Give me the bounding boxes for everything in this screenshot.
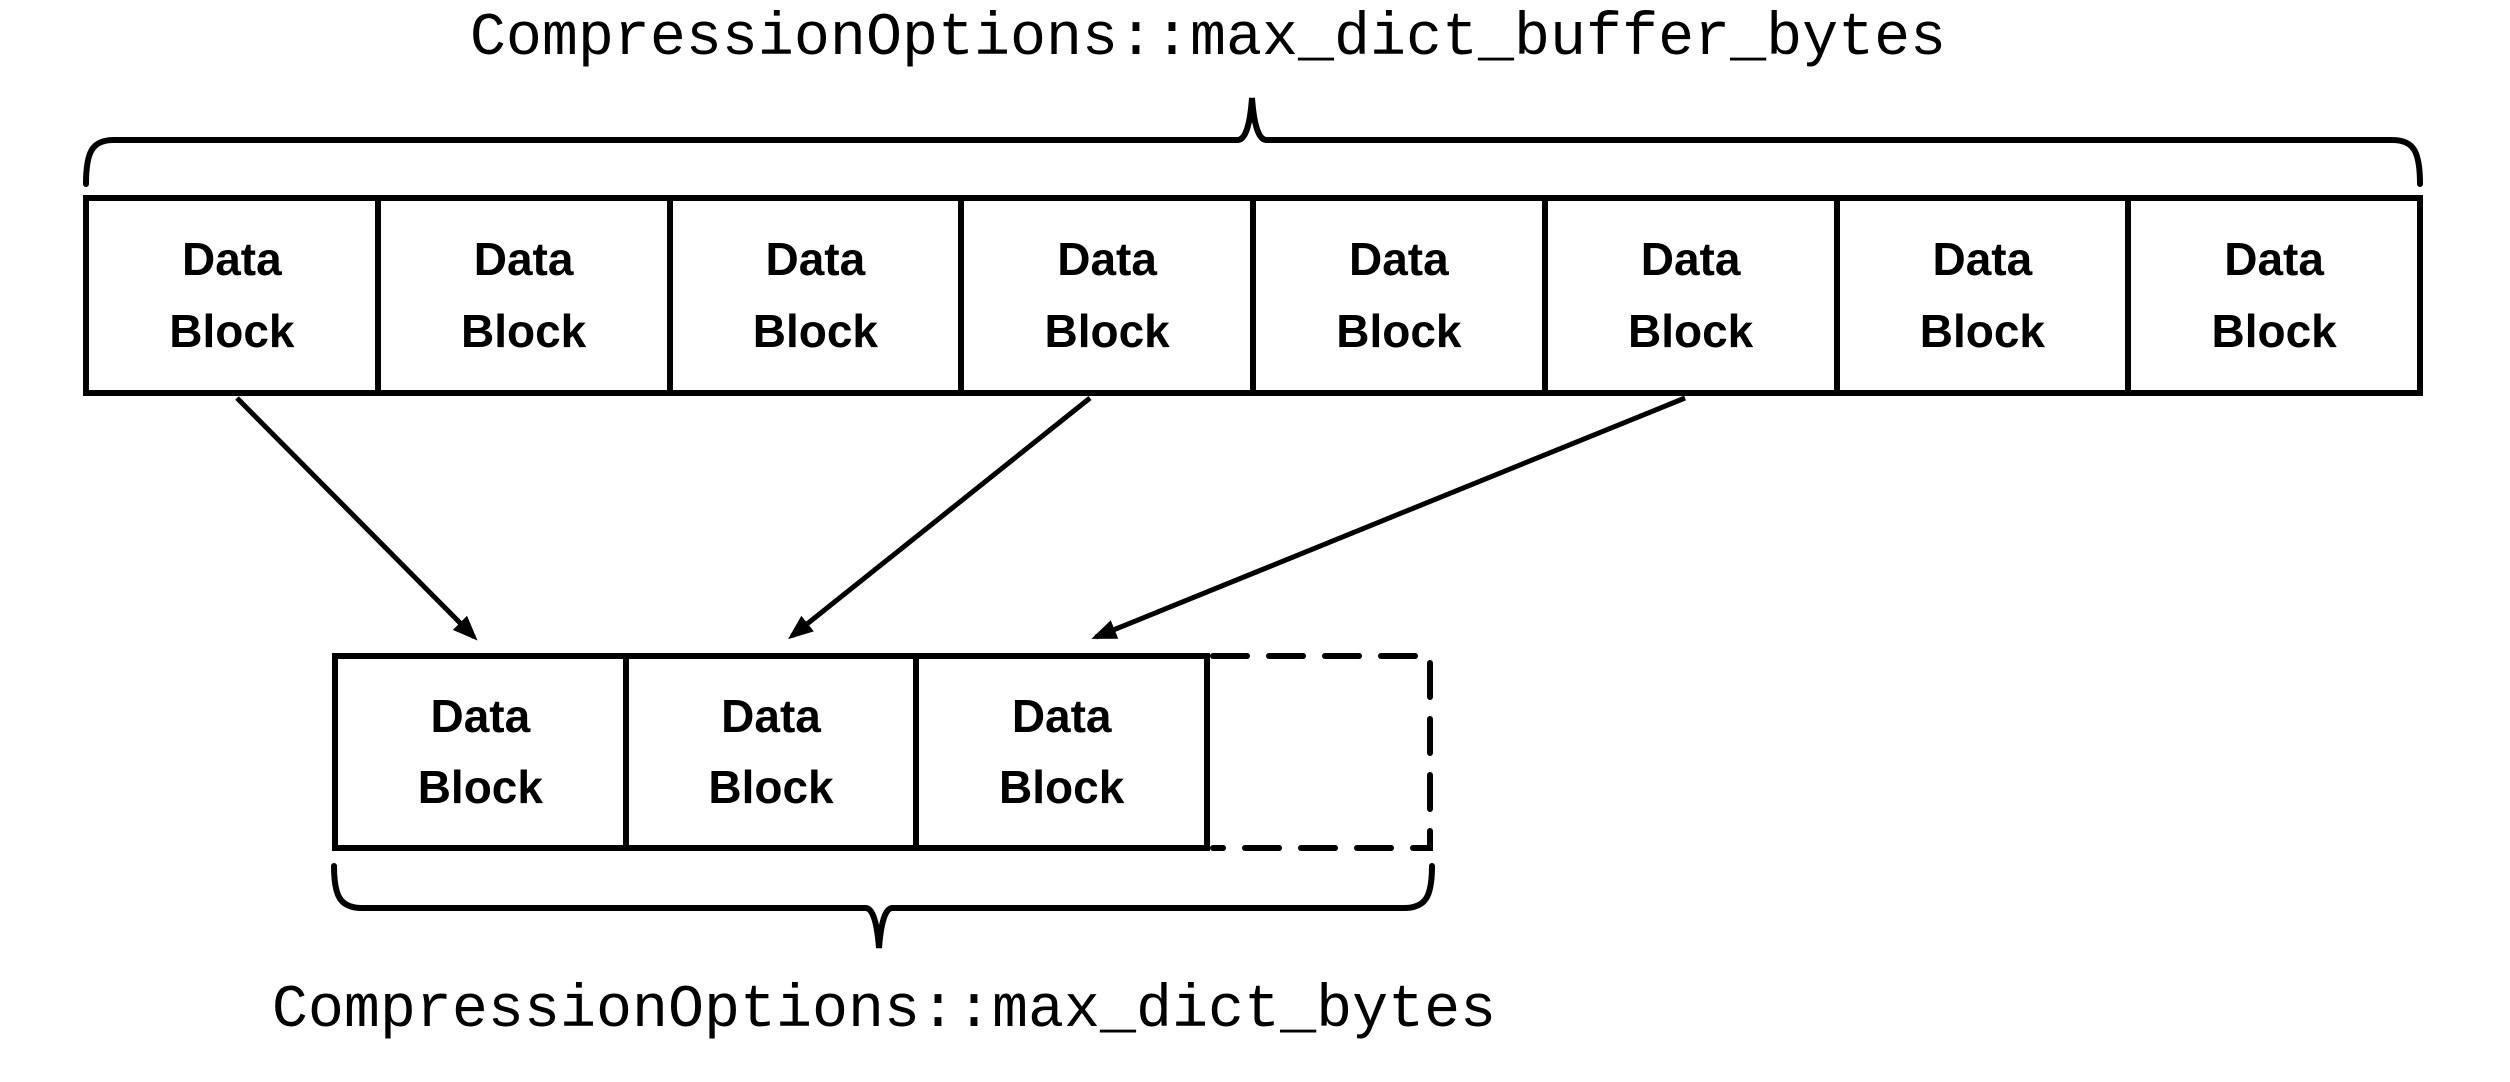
- buffer-row: Data Block Data Block Data Block Data Bl…: [83, 195, 2423, 396]
- data-block-label: Data Block: [1336, 233, 1462, 357]
- data-block-label: Data Block: [417, 689, 543, 813]
- arrow-buffer4-to-dict2: [788, 396, 1092, 640]
- data-block-label: Data Block: [708, 689, 834, 813]
- buffer-data-block-8: Data Block: [2125, 195, 2423, 396]
- buffer-bytes-brace: [83, 97, 2423, 187]
- dict-data-block-2: Data Block: [622, 653, 920, 851]
- buffer-data-block-4: Data Block: [958, 195, 1256, 396]
- dashed-placeholder-block: [1210, 653, 1433, 851]
- data-block-label: Data Block: [752, 233, 878, 357]
- buffer-data-block-1: Data Block: [83, 195, 381, 396]
- buffer-data-block-5: Data Block: [1250, 195, 1548, 396]
- arrow-buffer1-to-dict1: [235, 396, 478, 641]
- buffer-data-block-6: Data Block: [1541, 195, 1840, 396]
- dict-data-block-3: Data Block: [913, 653, 1211, 851]
- buffer-data-block-7: Data Block: [1833, 195, 2132, 396]
- data-block-label: Data Block: [1919, 233, 2045, 357]
- max-dict-buffer-bytes-label: CompressionOptions::max_dict_buffer_byte…: [469, 5, 1947, 73]
- data-block-label: Data Block: [1044, 233, 1170, 357]
- dict-data-block-1: Data Block: [332, 653, 629, 851]
- buffer-data-block-3: Data Block: [666, 195, 965, 396]
- max-dict-bytes-label: CompressionOptions::max_dict_bytes: [271, 977, 1497, 1045]
- arrow-buffer6-to-dict3: [1091, 395, 1686, 640]
- dict-bytes-brace: [331, 863, 1435, 949]
- dict-row: Data Block Data Block Data Block: [332, 653, 1211, 851]
- data-block-label: Data Block: [169, 233, 295, 357]
- data-block-label: Data Block: [2211, 233, 2337, 357]
- data-block-label: Data Block: [1627, 233, 1754, 357]
- data-block-label: Data Block: [999, 689, 1125, 813]
- buffer-data-block-2: Data Block: [374, 195, 673, 396]
- sampling-arrows: [235, 395, 1686, 641]
- data-block-label: Data Block: [460, 233, 587, 357]
